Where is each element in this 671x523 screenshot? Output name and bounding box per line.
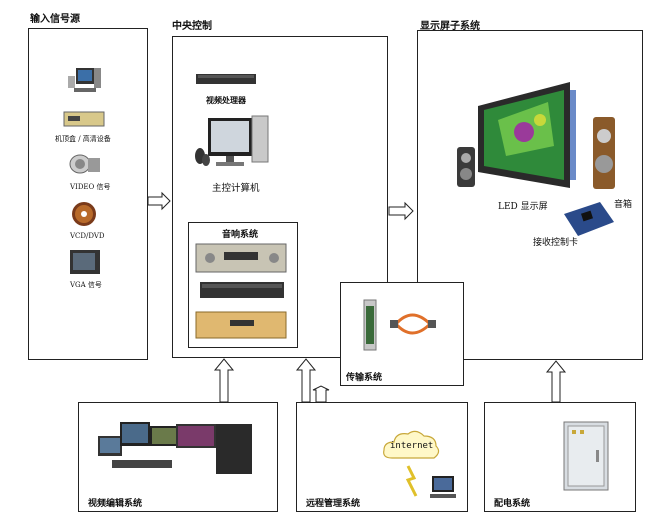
arrow-remote-to-central bbox=[295, 358, 317, 403]
power-cabinet-icon bbox=[563, 421, 609, 491]
power-distribution-label: 配电系统 bbox=[494, 499, 531, 509]
remote-computer-icon bbox=[405, 465, 456, 498]
audio-amplifier-stack-icon bbox=[195, 243, 287, 339]
led-screen-label: LED 显示屏 bbox=[498, 202, 548, 212]
audio-system-label: 音响系统 bbox=[222, 230, 259, 240]
remote-to-transmission-stub bbox=[312, 385, 330, 403]
receiver-card-icon bbox=[564, 202, 614, 236]
internet-cloud-label: internet bbox=[390, 441, 434, 451]
receiver-card-label: 接收控制卡 bbox=[533, 238, 579, 248]
video-processor-device-icon bbox=[196, 74, 256, 84]
central-control-title: 中央控制 bbox=[172, 21, 212, 32]
dvd-disc-icon bbox=[72, 202, 96, 226]
arrow-input-to-central bbox=[147, 191, 171, 211]
remote-management-label: 远程管理系统 bbox=[306, 499, 361, 509]
arrow-editing-to-central bbox=[213, 358, 235, 403]
transmission-system-label: 传输系统 bbox=[346, 373, 383, 383]
vga-signal-label: VGA 信号 bbox=[70, 281, 102, 289]
vcd-dvd-label: VCD/DVD bbox=[70, 232, 105, 240]
power-distribution-box bbox=[484, 402, 636, 512]
transmission-system-box bbox=[340, 282, 464, 386]
internet-cloud-icon bbox=[383, 430, 440, 459]
display-system-title: 显示屏子系统 bbox=[420, 21, 480, 32]
video-editing-label: 视频编辑系统 bbox=[88, 499, 143, 509]
set-top-box-icon bbox=[63, 111, 105, 127]
video-camera-icon bbox=[69, 154, 100, 174]
fiber-patch-panel-icon bbox=[363, 299, 436, 351]
right-speaker-icon bbox=[593, 117, 615, 189]
set-top-box-label: 机顶盒 / 高清设备 bbox=[55, 135, 111, 143]
desktop-computer-icon bbox=[68, 68, 101, 92]
led-screen-icon bbox=[478, 82, 576, 188]
input-source-title: 输入信号源 bbox=[30, 14, 80, 25]
arrow-central-to-display bbox=[388, 201, 414, 221]
remote-management-box bbox=[296, 402, 468, 512]
arrow-power-to-display bbox=[545, 360, 567, 403]
tv-monitor-icon bbox=[70, 250, 100, 274]
video-processor-label: 视频处理器 bbox=[206, 96, 246, 105]
video-signal-label: VIDEO 信号 bbox=[70, 183, 111, 191]
speaker-label: 音箱 bbox=[614, 200, 633, 210]
video-editing-workstation-icon bbox=[98, 422, 252, 474]
left-speaker-icon bbox=[457, 147, 475, 187]
main-computer-icon bbox=[195, 115, 269, 166]
main-computer-label: 主控计算机 bbox=[212, 183, 260, 194]
